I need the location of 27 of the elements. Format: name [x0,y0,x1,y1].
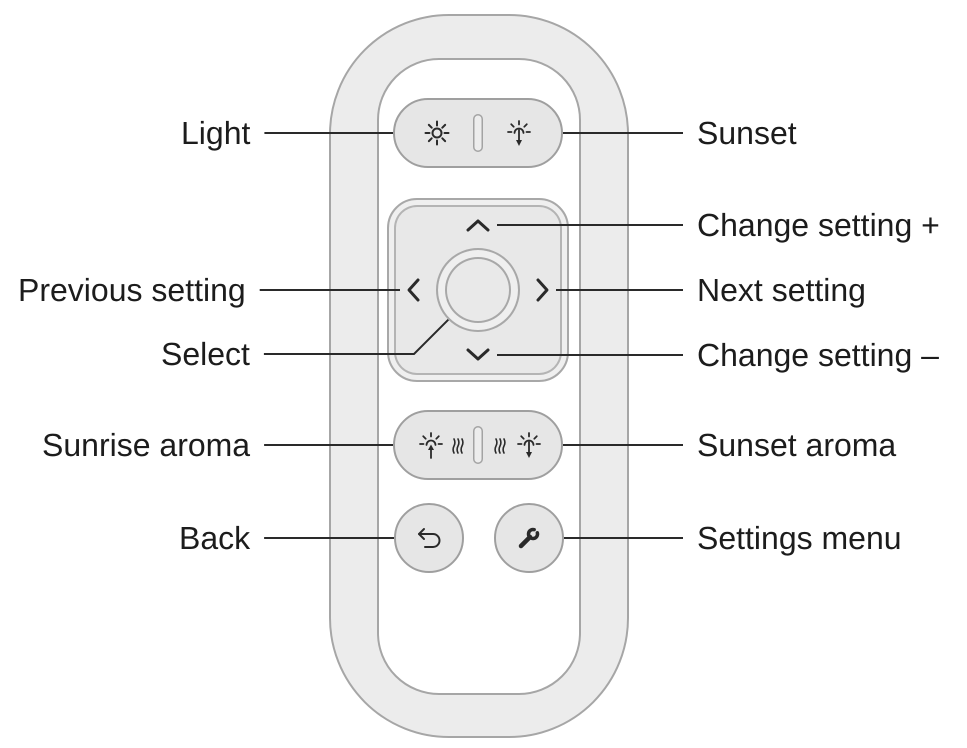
chevron-up-icon [465,218,491,232]
callout-label: Light [181,114,250,152]
leader-line [264,444,393,446]
callout-label: Select [161,335,250,373]
leader-line [497,354,683,356]
d-pad [387,198,569,382]
callout-label: Sunrise aroma [42,426,250,464]
leader-line [563,132,683,134]
callout-label: Next setting [697,271,866,309]
leader-line [264,132,393,134]
callout-label: Sunset [697,114,797,152]
leader-line [497,224,683,226]
chevron-right-icon [536,277,550,303]
leader-line [563,444,683,446]
callout-label: Change setting + [697,206,940,244]
callout-label: Back [179,519,250,557]
leader-line [264,537,394,539]
leader-line [556,289,683,291]
callout-label: Settings menu [697,519,902,557]
callout-label: Sunset aroma [697,426,896,464]
chevron-left-icon [406,277,420,303]
callout-label: Previous setting [18,271,246,309]
leader-line [564,537,683,539]
callout-label: Change setting – [697,336,939,374]
leader-line [260,289,400,291]
leader-line [264,319,449,355]
chevron-down-icon [465,348,491,362]
